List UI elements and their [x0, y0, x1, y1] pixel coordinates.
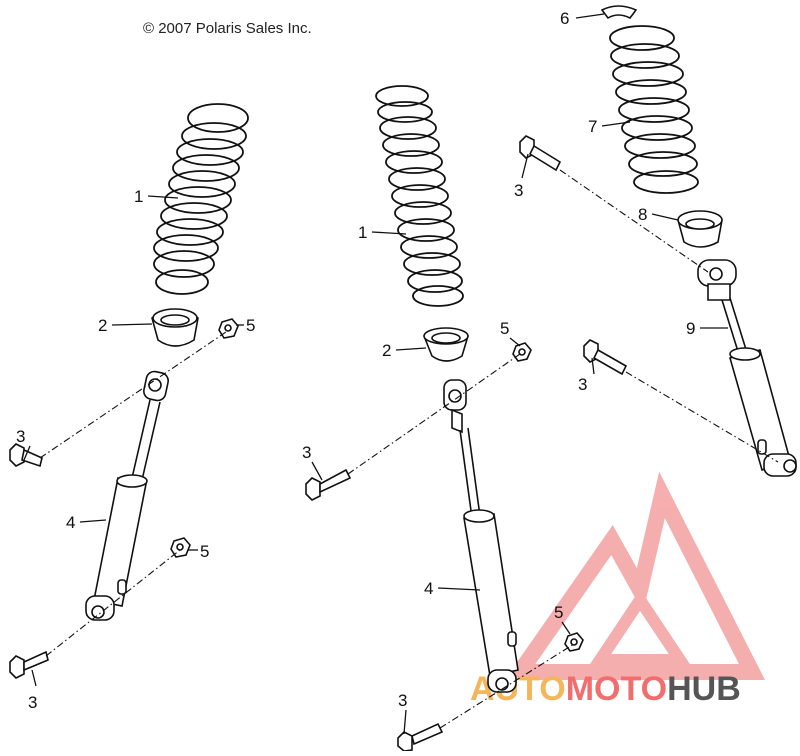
callout-1-middle: 1: [358, 223, 367, 242]
axis-left-top: [39, 331, 227, 459]
axis-middle-top: [347, 353, 521, 475]
watermark-moto: MOTO: [566, 670, 667, 708]
spring-left: [153, 103, 249, 295]
shock-right: [697, 259, 797, 477]
callout-5-left-top: 5: [246, 316, 255, 335]
nut-middle-top: [512, 342, 532, 362]
callout-4-middle: 4: [424, 579, 433, 598]
bolt-right-bottom: [583, 339, 628, 376]
callout-3-right-bottom: 3: [578, 375, 587, 394]
watermark-hub: HUB: [667, 670, 741, 708]
callout-5-middle-top: 5: [500, 319, 509, 338]
bolt-middle-top: [305, 468, 352, 501]
spring-clip-right: [600, 5, 638, 20]
callout-5-middle-bottom: 5: [554, 603, 563, 622]
callout-9: 9: [686, 319, 695, 338]
callout-3-left-bottom: 3: [28, 693, 37, 712]
watermark-logo: [504, 471, 766, 680]
callout-3-middle-top: 3: [302, 443, 311, 462]
spring-right: [609, 25, 699, 194]
spring-seat-middle: [423, 327, 469, 362]
callout-3-left-top: 3: [16, 427, 25, 446]
watermark-auto: AUTO: [470, 670, 566, 708]
callout-8: 8: [638, 205, 647, 224]
nut-middle-bottom: [564, 632, 584, 652]
watermark-text: AUTOMOTOHUB: [470, 670, 741, 708]
nut-left-bottom: [170, 537, 191, 558]
bolt-left-bottom: [9, 650, 49, 679]
callout-2-middle: 2: [382, 341, 391, 360]
axis-right-bottom: [625, 371, 779, 463]
callout-7: 7: [588, 117, 597, 136]
leader-lines: [23, 13, 728, 735]
callout-5-left-bottom: 5: [200, 542, 209, 561]
callout-2-left: 2: [98, 316, 107, 335]
bolt-right-top: [519, 135, 562, 172]
copyright-text: © 2007 Polaris Sales Inc.: [143, 20, 312, 37]
shock-left: [85, 370, 169, 621]
callout-1-left: 1: [134, 187, 143, 206]
callout-6: 6: [560, 9, 569, 28]
callout-3-right-top: 3: [514, 181, 523, 200]
spring-seat-left: [151, 308, 199, 347]
axis-right-top: [559, 169, 709, 273]
axis-middle-bottom: [439, 643, 575, 729]
callout-3-middle-bottom: 3: [398, 691, 407, 710]
spring-middle: [375, 85, 464, 307]
shock-middle: [443, 379, 519, 693]
callout-4-left: 4: [66, 513, 75, 532]
spring-seat-right: [677, 210, 723, 248]
